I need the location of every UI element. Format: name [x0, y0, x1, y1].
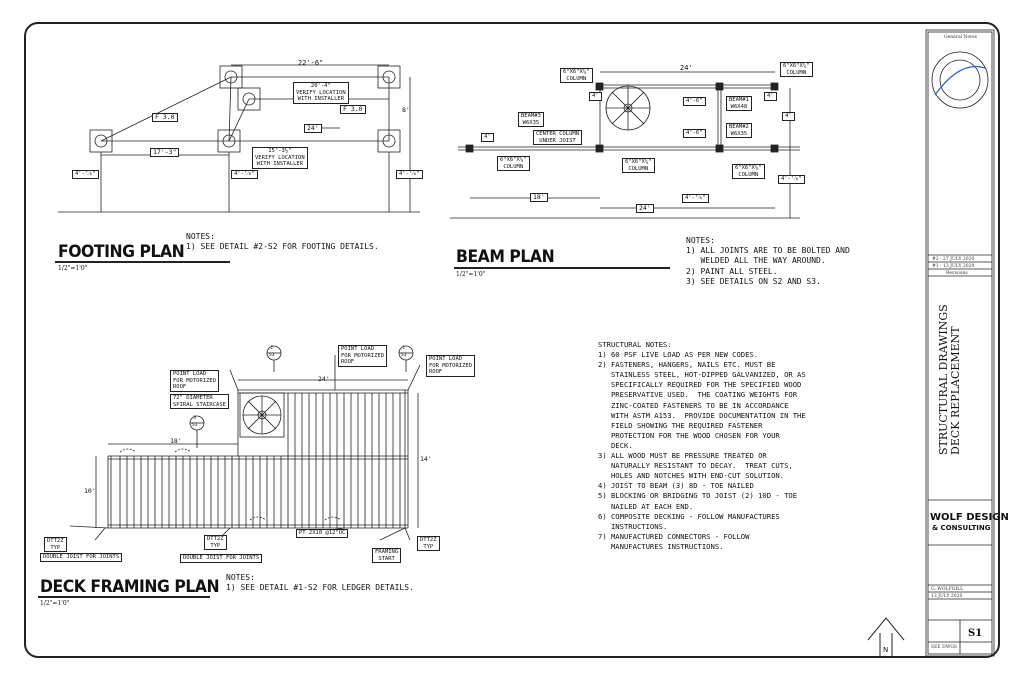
footing-dim-24: 24' — [304, 124, 322, 133]
footing-dim-verify-2: 15'-3½" VERIFY LOCATION WITH INSTALLER — [252, 147, 308, 169]
beam-dim-frac-a: 4'-⁷⁄₈" — [682, 194, 709, 203]
tb-drawn-by: G. WOLFGILL — [931, 587, 964, 592]
beam-dim-frac-b: 4'-⁷⁄₈" — [778, 175, 805, 184]
framing-callout-1-s3: 1 S3 — [401, 346, 407, 358]
framing-dim-10: 10' — [84, 487, 96, 495]
beam-col-label-4: 6"X6"X¼" COLUMN — [622, 158, 655, 173]
tb-company-sub: & CONSULTING — [932, 524, 991, 532]
framing-start: FRAMING START — [372, 548, 402, 563]
north-label: N — [883, 646, 889, 654]
tb-company-name: WOLF DESIGN — [930, 512, 1009, 523]
framing-point-load-3: POINT LOAD FOR MOTORIZED ROOF — [426, 355, 476, 377]
footing-footing-tag-1: F 3.0 — [152, 113, 178, 122]
beam-plan-drawing — [450, 71, 800, 219]
framing-double-joist-1: DOUBLE JOIST FOR JOINTS — [40, 553, 123, 562]
beam-label-beam3: BEAM#3 W6X35 — [518, 112, 544, 127]
tb-general-notes: General Notes — [944, 35, 977, 40]
beam-label-beam2: BEAM#2 W6X35 — [726, 123, 752, 138]
footing-plan-drawing — [58, 64, 420, 213]
beam-dim-4-d: 4' — [782, 112, 795, 121]
footing-dim-left: 4'-⁷⁄₈" — [72, 170, 99, 179]
beam-dim-24-bottom: 24' — [636, 204, 654, 213]
framing-dtt2z-2: DTT2Z TYP — [204, 535, 227, 550]
framing-point-load-2: POINT LOAD FOR MOTORIZED ROOF — [338, 345, 388, 367]
framing-double-joist-2: DOUBLE JOIST FOR JOINTS — [180, 554, 263, 563]
framing-dtt2z-1: DTT2Z TYP — [44, 537, 67, 552]
tb-drawing-title: STRUCTURAL DRAWINGS DECK REPLACEMENT — [937, 304, 962, 455]
footing-dim-right: 4'-⁷⁄₈" — [396, 170, 423, 179]
framing-plan-title: DECK FRAMING PLAN — [40, 577, 220, 597]
framing-dim-18: 18' — [170, 437, 182, 445]
beam-col-label-2: 6"X6"X¼" COLUMN — [780, 62, 813, 77]
tb-revision-2: #2 - 27 JULY 2020 — [932, 257, 975, 262]
title-block-frame — [925, 29, 995, 657]
footing-plan-title: FOOTING PLAN — [58, 242, 185, 262]
beam-plan-scale: 1/2"=1'0" — [456, 271, 486, 278]
framing-callout-3-s3: 3 S3 — [192, 416, 198, 428]
framing-spiral-staircase: 72" DIAMETER SPIRAL STAIRCASE — [170, 394, 229, 409]
footing-notes: NOTES: 1) SEE DETAIL #2-S2 FOR FOOTING D… — [186, 232, 379, 252]
beam-col-label-1: 6"X6"X¼" COLUMN — [560, 68, 593, 83]
beam-plan-title: BEAM PLAN — [456, 247, 555, 267]
beam-label-beam1: BEAM#1 W6X48 — [726, 96, 752, 111]
framing-dim-14: 14' — [420, 455, 432, 463]
footing-dim-mid: 4'-⁷⁄₈" — [231, 170, 258, 179]
beam-col-label-3: 6"X6"X¼" COLUMN — [497, 156, 530, 171]
structural-notes: STRUCTURAL NOTES: 1) 60 PSF LIVE LOAD AS… — [598, 340, 806, 551]
tb-revision-1: #1 - 13 JULY 2020 — [932, 264, 975, 269]
beam-dim-4-a: 4' — [589, 92, 602, 101]
framing-point-load-1: POINT LOAD FOR MOTORIZED ROOF — [170, 370, 220, 392]
drawing-sheet — [24, 22, 1000, 658]
beam-dim-4-6-b: 4'-6" — [683, 129, 706, 138]
beam-notes: NOTES: 1) ALL JOINTS ARE TO BE BOLTED AN… — [686, 236, 850, 286]
footing-footing-tag-2: F 3.0 — [340, 105, 366, 114]
framing-dtt2z-3: DTT2Z TYP — [417, 536, 440, 551]
footing-dim-verify-1: 20'-4" VERIFY LOCATION WITH INSTALLER — [293, 82, 349, 104]
beam-dim-4-6-a: 4'-6" — [683, 97, 706, 106]
framing-dim-24: 24' — [318, 375, 330, 383]
beam-dim-4-c: 4' — [481, 133, 494, 142]
framing-callout-2-s3: 2 S3 — [269, 346, 275, 358]
tb-sheet-number: S1 — [968, 628, 983, 639]
framing-notes: NOTES: 1) SEE DETAIL #1-S2 FOR LEDGER DE… — [226, 573, 414, 593]
beam-label-center-column: CENTER COLUMN UNDER JOIST — [533, 130, 583, 145]
tb-revisions-label: Revisions — [946, 271, 968, 276]
framing-plan-scale: 1/2"=1'0" — [40, 600, 70, 607]
footing-dim-17: 17'-3" — [150, 148, 180, 157]
footing-plan-scale: 1/2"=1'0" — [58, 265, 88, 272]
beam-dim-4-b: 4' — [764, 92, 777, 101]
beam-col-label-5: 6"X6"X¼" COLUMN — [732, 164, 765, 179]
beam-dim-24-top: 24' — [680, 64, 693, 72]
framing-joist-spec: PT 2X10 @12"OC — [296, 529, 349, 538]
tb-see-dwgs: SEE DWGS — [931, 645, 957, 650]
footing-dim-overall: 22'-6" — [298, 59, 324, 67]
beam-dim-18: 18' — [530, 193, 548, 202]
footing-dim-8: 8' — [402, 106, 410, 114]
tb-date: 13 JULY 2020 — [931, 594, 963, 599]
framing-plan-drawing — [69, 345, 421, 541]
